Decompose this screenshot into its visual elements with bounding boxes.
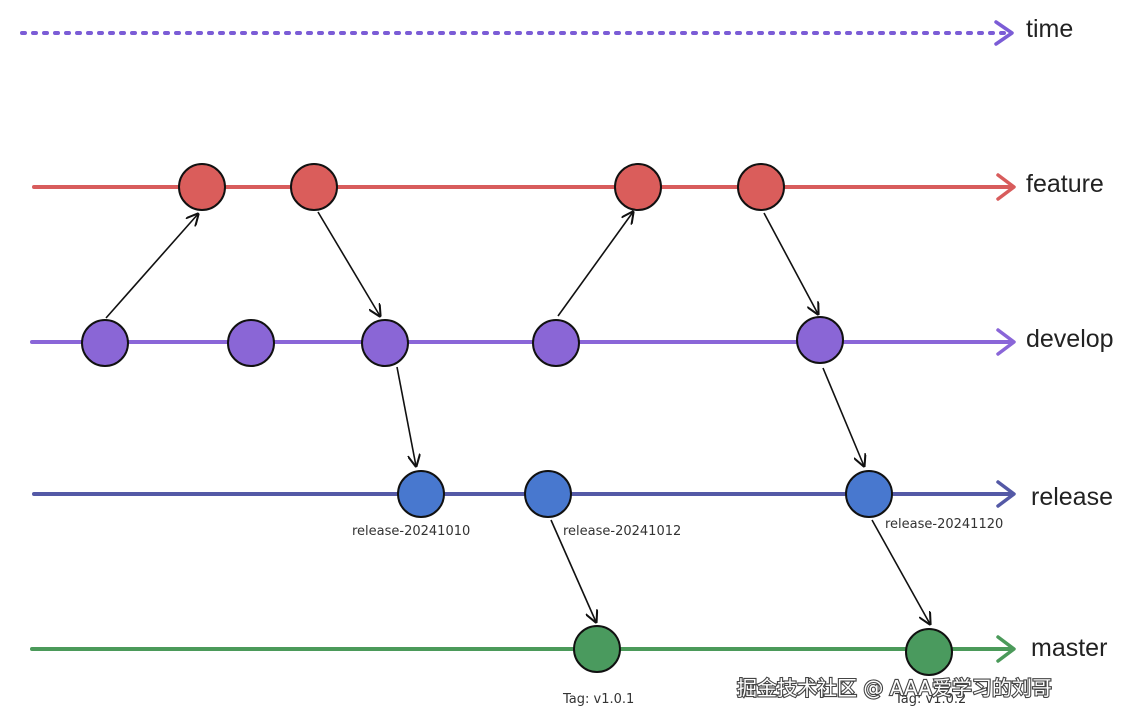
arrow-feature-to-develop-1 bbox=[317, 211, 380, 316]
release-branch-arrowhead bbox=[996, 480, 1016, 508]
arrow-develop-to-release-2 bbox=[822, 367, 864, 466]
feature-commit-2 bbox=[290, 163, 338, 211]
release-commit-1-label: release-20241010 bbox=[352, 524, 470, 539]
time-axis-label: time bbox=[1026, 15, 1073, 43]
watermark-text: 掘金技术社区 @ AAA爱学习的刘哥 bbox=[737, 676, 1052, 700]
master-commit-1-label: Tag: v1.0.1 bbox=[562, 692, 634, 707]
master-branch-label: master bbox=[1031, 634, 1107, 662]
arrow-feature-to-develop-2 bbox=[763, 212, 818, 314]
develop-commit-3 bbox=[361, 319, 409, 367]
release-commit-3 bbox=[845, 470, 893, 518]
release-commit-3-label: release-20241120 bbox=[885, 517, 1003, 532]
master-commit-1 bbox=[573, 625, 621, 673]
develop-branch-arrowhead bbox=[996, 328, 1016, 356]
feature-branch-arrowhead bbox=[996, 173, 1016, 201]
feature-commit-3 bbox=[614, 163, 662, 211]
time-axis: time bbox=[20, 15, 1073, 46]
develop-commit-2 bbox=[227, 319, 275, 367]
arrow-develop-to-release-1 bbox=[396, 366, 416, 466]
arrow-develop-to-feature-2 bbox=[557, 212, 633, 317]
feature-commit-1 bbox=[178, 163, 226, 211]
master-commit-2-label: Tag: v1.0.2 bbox=[894, 692, 966, 707]
develop-commit-5 bbox=[796, 316, 844, 364]
time-axis-arrowhead bbox=[994, 20, 1014, 46]
release-commit-2-label: release-20241012 bbox=[563, 524, 681, 539]
lane-develop: develop bbox=[30, 325, 1114, 356]
release-commits bbox=[397, 470, 893, 518]
arrow-release-to-master-1 bbox=[550, 519, 596, 622]
lane-master: master bbox=[30, 634, 1107, 663]
master-commit-2 bbox=[905, 628, 953, 676]
develop-commit-1 bbox=[81, 319, 129, 367]
release-commit-1 bbox=[397, 470, 445, 518]
arrow-release-to-master-2 bbox=[871, 519, 930, 624]
develop-commits bbox=[81, 316, 844, 367]
feature-commits bbox=[178, 163, 785, 211]
feature-branch-label: feature bbox=[1026, 170, 1104, 198]
develop-commit-4 bbox=[532, 319, 580, 367]
arrow-develop-to-feature-1 bbox=[105, 214, 198, 319]
commit-labels: release-20241010 release-20241012 releas… bbox=[352, 517, 1003, 707]
feature-commit-4 bbox=[737, 163, 785, 211]
commit-arrows bbox=[105, 211, 930, 624]
master-commits bbox=[573, 625, 953, 676]
release-branch-label: release bbox=[1031, 483, 1113, 511]
master-branch-arrowhead bbox=[996, 635, 1016, 663]
develop-branch-label: develop bbox=[1026, 325, 1114, 353]
lane-release: release bbox=[32, 480, 1113, 511]
release-commit-2 bbox=[524, 470, 572, 518]
